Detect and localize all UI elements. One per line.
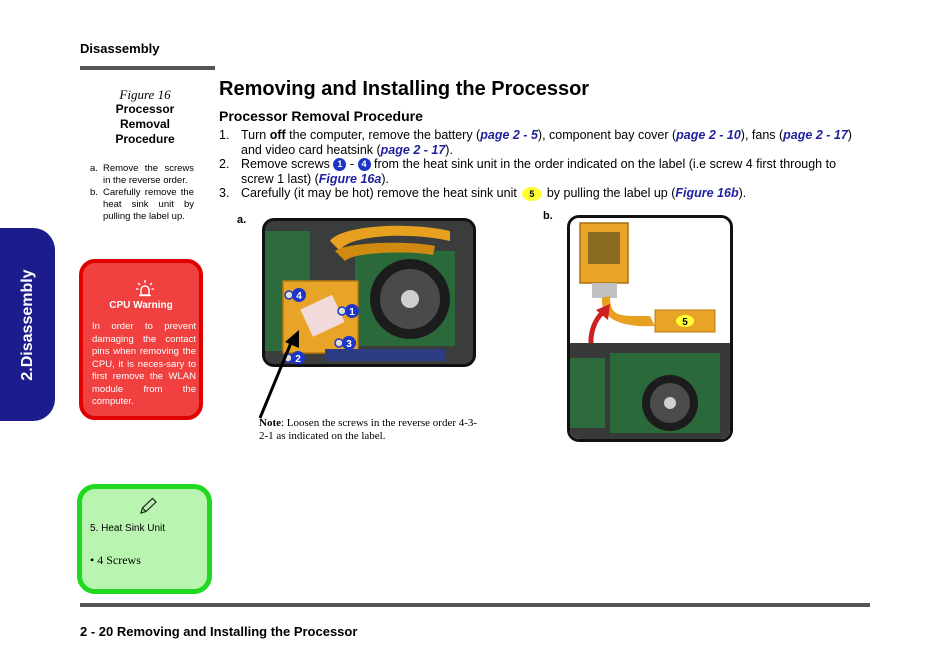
screw-badge: 4 — [357, 158, 371, 172]
pointer-arrow — [258, 330, 299, 419]
section-subtitle: Processor Removal Procedure — [219, 108, 423, 124]
figure-title-line: Processor — [115, 102, 175, 116]
warning-lamp-icon — [136, 280, 154, 297]
chapter-side-tab[interactable]: 2.Disassembly — [0, 228, 55, 421]
figure-a-label: a. — [237, 214, 247, 226]
step-text: Turn off the computer, remove the batter… — [241, 128, 852, 157]
figure-link[interactable]: Figure 16b — [675, 186, 739, 200]
page-title: Removing and Installing the Processor — [219, 78, 590, 100]
step-text: Carefully (it may be hot) remove the hea… — [241, 186, 747, 201]
footer-divider — [80, 603, 870, 607]
header-divider — [80, 66, 215, 70]
step-number: 1. — [219, 128, 230, 142]
page-link[interactable]: page 2 - 10 — [676, 128, 741, 142]
procedure-step: 3. Carefully (it may be hot) remove the … — [219, 186, 869, 201]
step-text: Remove screws 1 - 4 from the heat sink u… — [241, 157, 837, 186]
step-number: 3. — [219, 186, 230, 200]
heatsink-removed-illustration: 5 — [570, 218, 730, 439]
figure-b-label: b. — [543, 210, 553, 222]
figure-b-photo: 5 — [567, 215, 733, 442]
screw-callout: 4 — [296, 291, 302, 302]
figure-number: Figure 16 — [119, 87, 171, 102]
parts-bullet: • 4 Screws — [90, 553, 141, 567]
page-link[interactable]: page 2 - 5 — [480, 128, 538, 142]
page-footer: 2 - 20 Removing and Installing the Proce… — [80, 624, 358, 639]
procedure-step: 1. Turn off the computer, remove the bat… — [219, 128, 869, 157]
procedure-step: 2. Remove screws 1 - 4 from the heat sin… — [219, 157, 869, 186]
figure-note-item: a. Remove the screws in the reverse orde… — [90, 163, 194, 187]
figure-note-item: b. Carefully remove the heat sink unit b… — [90, 187, 194, 223]
page-link[interactable]: page 2 - 17 — [783, 128, 848, 142]
parts-note-box: 5. Heat Sink Unit • 4 Screws — [77, 484, 212, 594]
figure-note-label: b. — [90, 187, 98, 198]
warning-body: In order to prevent damaging the contact… — [92, 321, 196, 407]
screw-callout: 3 — [346, 339, 352, 350]
heatsink-callout: 5 — [682, 317, 688, 328]
pencil-icon — [140, 497, 157, 514]
section-header: Disassembly — [80, 41, 160, 56]
figure-note-text: Remove the screws in the reverse order. — [103, 163, 194, 186]
page-link[interactable]: page 2 - 17 — [380, 142, 446, 157]
screw-callout: 1 — [349, 307, 355, 318]
cpu-warning-box: CPU Warning In order to prevent damaging… — [79, 259, 203, 420]
figure-title-line: Procedure — [115, 132, 175, 146]
screw-callout: 2 — [295, 354, 301, 364]
figure-title-line: Removal — [119, 117, 171, 131]
figure-caption: Figure 16 Processor Removal Procedure — [100, 87, 190, 147]
step-number: 2. — [219, 157, 230, 171]
heatsink-installed-illustration: 4 1 3 2 — [265, 221, 473, 364]
screw-badge: 1 — [333, 158, 347, 172]
figure-a-photo: 4 1 3 2 — [262, 218, 476, 367]
parts-item: 5. Heat Sink Unit — [90, 523, 166, 534]
chapter-tab-label: 2.Disassembly — [18, 268, 36, 381]
figure-a-note: Note: Loosen the screws in the reverse o… — [259, 417, 478, 442]
figure-note-text: Carefully remove the heat sink unit by p… — [103, 187, 194, 222]
figure-notes-list: a. Remove the screws in the reverse orde… — [90, 163, 194, 223]
heatsink-badge: 5 — [521, 186, 542, 201]
warning-title: CPU Warning — [109, 300, 173, 311]
procedure-steps: 1. Turn off the computer, remove the bat… — [219, 128, 869, 201]
figure-note-label: a. — [90, 163, 98, 174]
figure-link[interactable]: Figure 16a — [318, 171, 382, 186]
